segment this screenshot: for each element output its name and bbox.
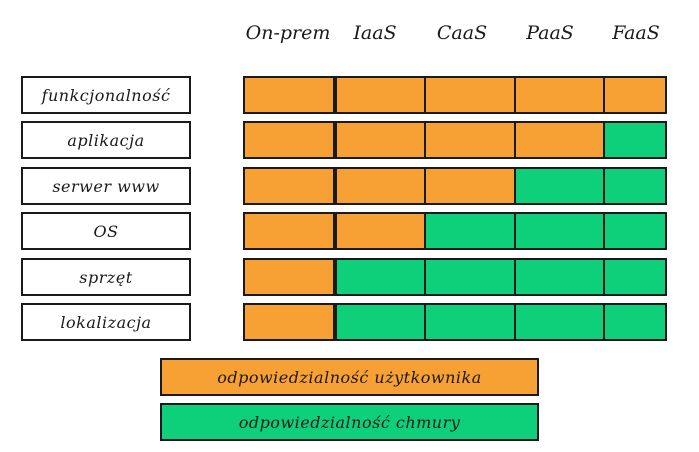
cell-user-r1-c3 [424,76,516,114]
cell-cloud-r3-c5 [603,167,667,205]
legend-cloud-responsibility: odpowiedzialność chmury [160,403,539,441]
cell-user-r1-c2 [335,76,427,114]
cell-user-r5-c1 [243,258,335,296]
row-label-funkcjonalnosc: funkcjonalność [21,76,191,114]
cell-user-r4-c1 [243,212,335,250]
cell-cloud-r6-c3 [424,303,516,341]
legend-user-responsibility: odpowiedzialność użytkownika [160,358,539,396]
cell-user-r2-c4 [514,121,606,159]
cell-user-r6-c1 [243,303,335,341]
column-header-iaas: IaaS [353,22,397,44]
cell-cloud-r3-c4 [514,167,606,205]
cell-user-r1-c4 [514,76,606,114]
row-label-os: OS [21,212,191,250]
cell-cloud-r4-c3 [424,212,516,250]
row-label-lokalizacja: lokalizacja [21,303,191,341]
cell-cloud-r5-c3 [424,258,516,296]
cell-cloud-r5-c2 [335,258,427,296]
cell-cloud-r4-c5 [603,212,667,250]
column-header-faas: FaaS [612,22,660,44]
row-label-aplikacja: aplikacja [21,121,191,159]
cell-user-r1-c1 [243,76,335,114]
column-header-paas: PaaS [526,22,574,44]
cell-user-r3-c3 [424,167,516,205]
cell-cloud-r6-c2 [335,303,427,341]
cell-cloud-r2-c5 [603,121,667,159]
row-label-sprzet: sprzęt [21,258,191,296]
column-header-on-prem: On-prem [245,22,331,44]
cell-user-r4-c2 [335,212,427,250]
cell-cloud-r5-c5 [603,258,667,296]
cell-cloud-r5-c4 [514,258,606,296]
cell-user-r2-c2 [335,121,427,159]
cell-user-r3-c2 [335,167,427,205]
cell-cloud-r6-c4 [514,303,606,341]
cell-user-r3-c1 [243,167,335,205]
cell-cloud-r6-c5 [603,303,667,341]
cell-user-r2-c1 [243,121,335,159]
column-header-caas: CaaS [436,22,488,44]
cell-user-r1-c5 [603,76,667,114]
cell-user-r2-c3 [424,121,516,159]
row-label-serwer-www: serwer www [21,167,191,205]
cell-cloud-r4-c4 [514,212,606,250]
